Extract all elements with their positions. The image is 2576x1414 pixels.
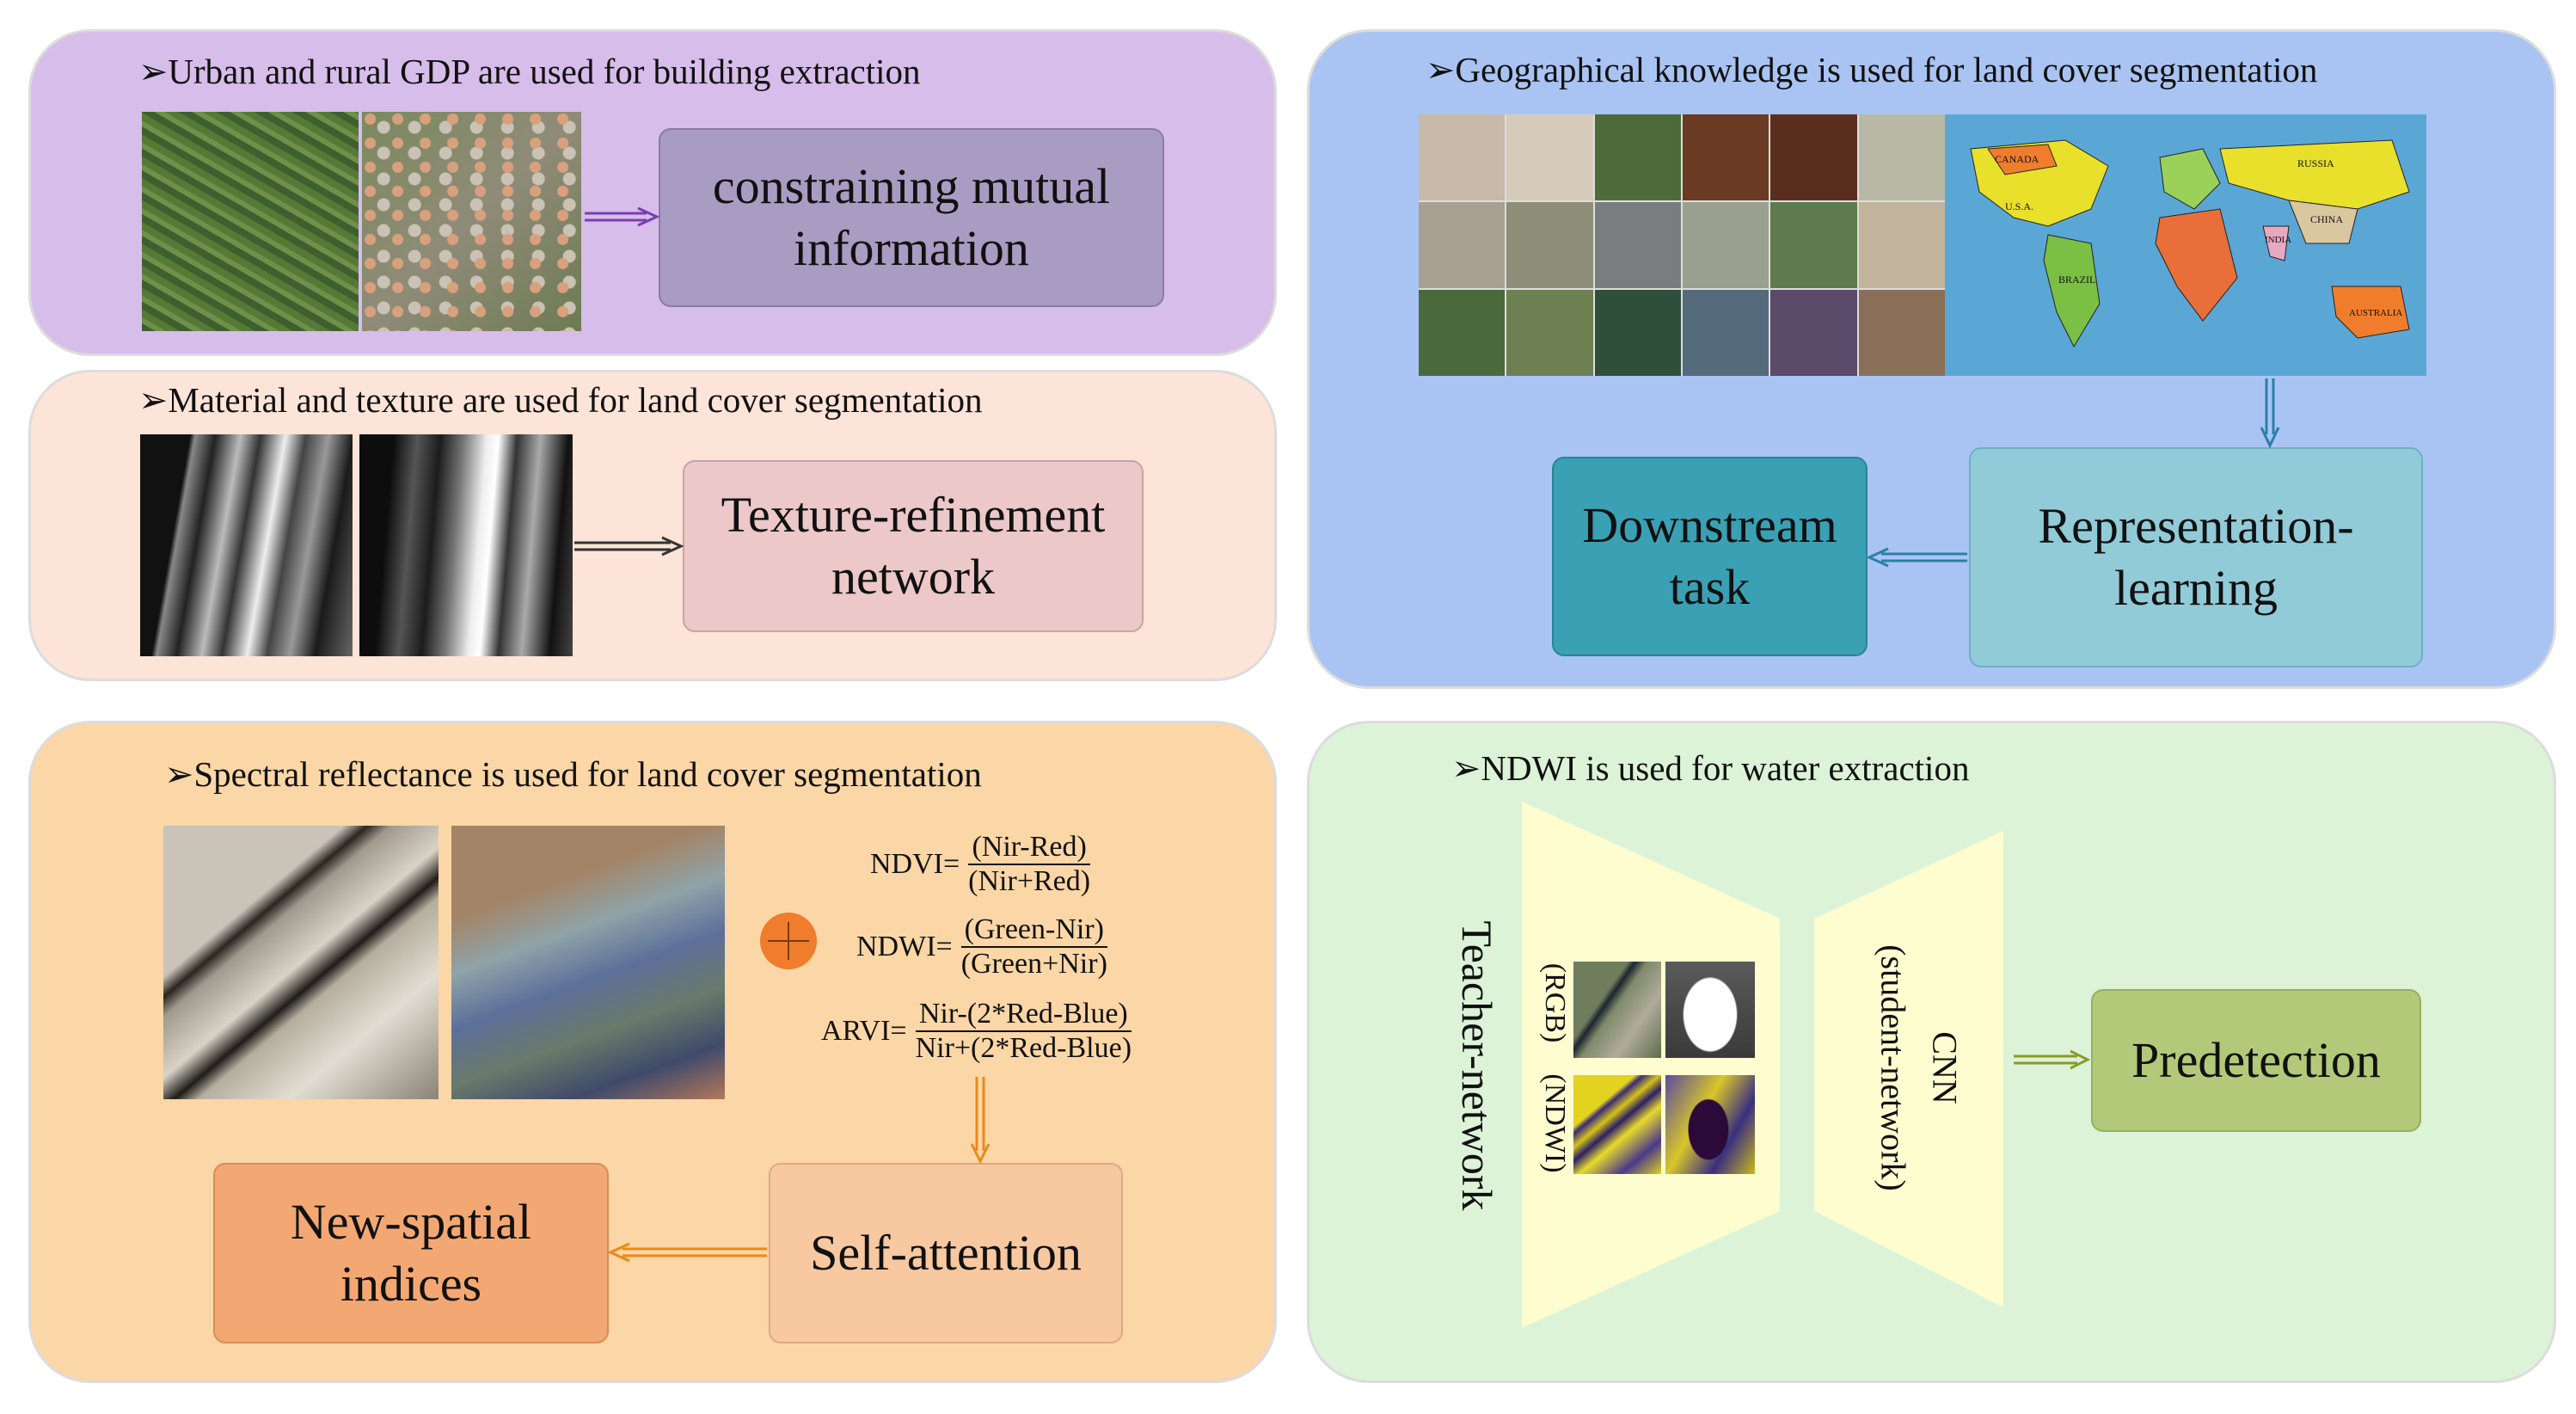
ndvi-label: NDVI=	[870, 848, 960, 880]
arvi-numerator: Nir-(2*Red-Blue)	[915, 998, 1132, 1032]
multispectral-image-1	[163, 826, 439, 1099]
new-spatial-line-1: New-spatial	[290, 1194, 532, 1250]
constraining-line-1: constraining mutual	[712, 158, 1111, 214]
multispectral-image-2	[451, 826, 725, 1099]
world-map-image: CANADA U.S.A. RUSSIA CHINA INDIA BRAZIL …	[1945, 114, 2426, 376]
texture-refinement-network-box: Texture-refinement network	[683, 460, 1144, 632]
arvi-denominator: Nir+(2*Red-Blue)	[915, 1032, 1132, 1064]
ndvi-denominator: (Nir+Red)	[968, 865, 1091, 897]
ndvi-formula: NDVI= (Nir-Red) (Nir+Red)	[870, 831, 1094, 898]
world-map-shapes	[1970, 139, 2410, 348]
texture-line-2: network	[831, 549, 996, 605]
texture-line-1: Texture-refinement	[721, 487, 1106, 543]
downstream-line-2: task	[1669, 559, 1751, 615]
self-attention-label: Self-attention	[810, 1225, 1082, 1281]
arrow-self-attention-to-indices	[607, 1242, 767, 1263]
ndwi-lake-image	[1665, 1075, 1755, 1174]
gdp-panel-title: ➢Urban and rural GDP are used for buildi…	[138, 52, 921, 91]
map-label-canada: CANADA	[1995, 153, 2039, 165]
predetection-label: Predetection	[2131, 1032, 2381, 1088]
map-label-australia: AUSTRALIA	[2349, 308, 2403, 318]
self-attention-box: Self-attention	[769, 1163, 1123, 1343]
map-label-china: CHINA	[2310, 213, 2343, 225]
map-label-india: INDIA	[2265, 235, 2292, 245]
map-label-russia: RUSSIA	[2297, 157, 2334, 169]
downstream-line-1: Downstream	[1582, 497, 1837, 553]
constraining-mutual-information-box: constraining mutual information	[659, 128, 1164, 307]
encoder-decoder-shape	[1522, 802, 2003, 1328]
arvi-formula: ARVI= Nir-(2*Red-Blue) Nir+(2*Red-Blue)	[821, 998, 1135, 1065]
arrow-representation-to-downstream	[1866, 547, 1967, 568]
representation-line-1: Representation-	[2038, 498, 2354, 554]
ndwi-panel-title: ➢NDWI is used for water extraction	[1451, 748, 1970, 788]
arvi-label: ARVI=	[821, 1015, 907, 1047]
remote-sensing-tile-grid	[1419, 114, 1945, 376]
downstream-task-box: Downstream task	[1552, 457, 1868, 656]
predetection-box: Predetection	[2091, 989, 2421, 1132]
new-spatial-indices-box: New-spatial indices	[213, 1163, 609, 1343]
geo-panel-title: ➢Geographical knowledge is used for land…	[1426, 50, 2318, 89]
arrow-images-to-constraining	[585, 206, 660, 227]
ndwi-denominator: (Green+Nir)	[960, 948, 1107, 980]
arrow-map-to-representation	[2260, 378, 2280, 449]
farmland-aerial-image	[142, 112, 359, 331]
arrow-cnn-to-predetection	[2014, 1049, 2091, 1070]
ndvi-numerator: (Nir-Red)	[968, 831, 1090, 865]
spectral-panel-title: ➢Spectral reflectance is used for land c…	[164, 754, 982, 794]
material-texture-image	[140, 434, 353, 656]
combine-symbol-icon	[760, 913, 817, 969]
ndwi-label: NDWI=	[856, 931, 953, 962]
texture-response-image	[359, 434, 573, 656]
map-label-usa: U.S.A.	[2005, 200, 2034, 212]
representation-learning-box: Representation- learning	[1969, 447, 2423, 667]
texture-panel-title: ➢Material and texture are used for land …	[138, 380, 983, 420]
water-mask-image	[1665, 962, 1755, 1058]
rgb-water-image	[1573, 962, 1661, 1058]
new-spatial-line-2: indices	[340, 1256, 482, 1312]
ndwi-numerator: (Green-Nir)	[960, 913, 1107, 948]
map-label-brazil: BRAZIL	[2058, 274, 2096, 286]
constraining-line-2: information	[794, 220, 1029, 276]
ndwi-river-image	[1573, 1075, 1661, 1174]
arrow-formulas-to-self-attention	[970, 1077, 991, 1165]
ndwi-formula: NDWI= (Green-Nir) (Green+Nir)	[856, 913, 1111, 981]
arrow-images-to-texture-network	[574, 536, 684, 556]
representation-line-2: learning	[2113, 560, 2278, 616]
suburban-aerial-image	[362, 112, 581, 331]
